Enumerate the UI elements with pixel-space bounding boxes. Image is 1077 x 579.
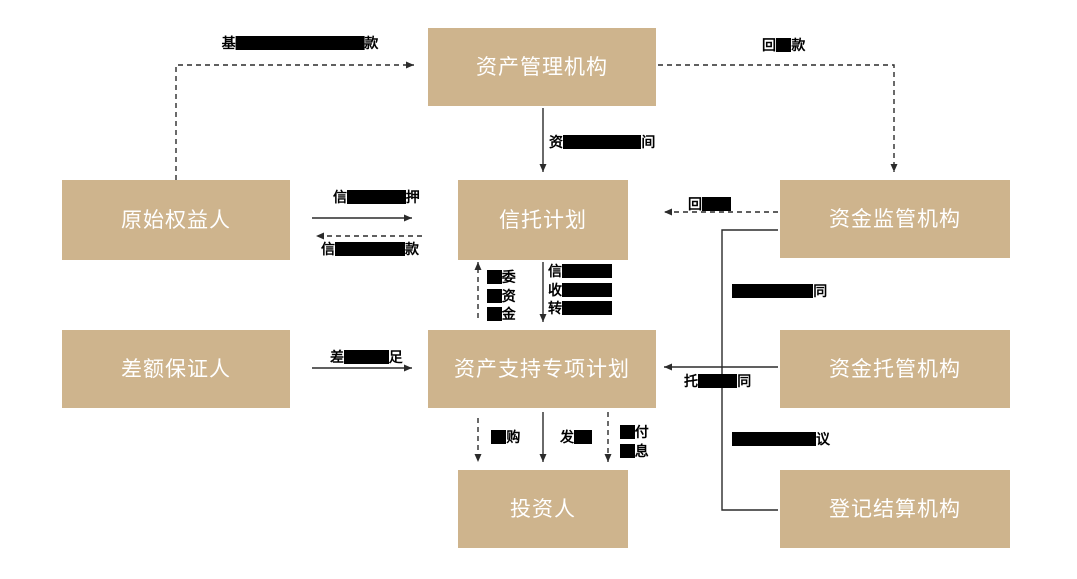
label-text: 息 xyxy=(634,443,649,460)
edge-label-manager-repayment: 回款 xyxy=(762,36,805,55)
edge-label-supervision-contract: 同 xyxy=(732,282,827,301)
label-text: 信 xyxy=(333,190,347,206)
node-trust-plan[interactable]: 信托计划 xyxy=(458,180,628,260)
label-line: 付 xyxy=(620,423,649,442)
label-text: 差 xyxy=(330,350,344,366)
label-text: 议 xyxy=(816,432,830,448)
redaction-block xyxy=(344,350,389,364)
label-line: 转 xyxy=(548,299,613,318)
label-text: 信 xyxy=(548,264,562,280)
label-text: 金 xyxy=(501,307,516,324)
node-fund-supervisor[interactable]: 资金监管机构 xyxy=(780,180,1010,258)
edge-label-investor-issue: 发 xyxy=(560,428,593,447)
label-text: 同 xyxy=(813,284,828,300)
node-label: 信托计划 xyxy=(499,207,587,232)
edge-label-supervision-return: 回 xyxy=(688,195,732,214)
edge-label-originator-to-manager: 基款 xyxy=(221,34,379,53)
redaction-block xyxy=(563,135,642,149)
edge-label-manager-to-trust: 资间 xyxy=(549,133,655,152)
label-text: 收 xyxy=(548,282,562,299)
label-text: 同 xyxy=(737,374,752,390)
redaction-block xyxy=(562,301,613,316)
edge-label-custody-contract: 托同 xyxy=(684,372,751,391)
label-text: 购 xyxy=(506,430,521,446)
edge-label-originator-pledge: 信押 xyxy=(333,188,420,207)
node-fund-custodian[interactable]: 资金托管机构 xyxy=(780,330,1010,408)
edge-label-investor-subscribe: 购 xyxy=(491,428,520,447)
label-line: 信 xyxy=(548,262,613,281)
label-text: 转 xyxy=(548,301,562,318)
redaction-block xyxy=(491,430,507,444)
edge-label-originator-return: 信款 xyxy=(321,240,419,259)
node-shortfall-guarantor[interactable]: 差额保证人 xyxy=(62,330,290,408)
edge-label-trust-to-abs: 委资金 xyxy=(487,268,516,324)
label-text: 发 xyxy=(560,430,574,446)
node-originator[interactable]: 原始权益人 xyxy=(62,180,290,260)
node-asset-manager[interactable]: 资产管理机构 xyxy=(428,28,656,106)
redaction-block xyxy=(732,284,814,298)
redaction-block xyxy=(574,430,593,444)
label-line: 金 xyxy=(487,305,516,324)
redaction-block xyxy=(487,307,502,322)
label-text: 资 xyxy=(501,288,516,305)
redaction-block xyxy=(562,282,613,297)
redaction-block xyxy=(702,197,732,211)
edge-label-registry-agreement: 议 xyxy=(732,430,830,449)
label-text: 间 xyxy=(641,135,656,151)
redaction-block xyxy=(698,374,738,388)
redaction-block xyxy=(620,425,635,439)
node-label: 投资人 xyxy=(510,496,576,521)
edge-asset-manager-to-fund-supervisor xyxy=(658,64,898,172)
node-registry-clearing[interactable]: 登记结算机构 xyxy=(780,470,1010,548)
node-label: 资金监管机构 xyxy=(829,206,961,231)
label-text: 回 xyxy=(688,197,702,213)
redaction-block xyxy=(487,288,502,303)
label-text: 押 xyxy=(405,190,420,206)
node-label: 原始权益人 xyxy=(121,207,231,232)
label-text: 款 xyxy=(364,36,379,52)
node-label: 资产支持专项计划 xyxy=(454,356,630,381)
edge-label-investor-payment: 付息 xyxy=(620,423,649,460)
label-text: 托 xyxy=(684,374,698,390)
node-abs-special-plan[interactable]: 资产支持专项计划 xyxy=(428,330,656,408)
edge-label-trust-funds: 信收转 xyxy=(548,262,613,318)
redaction-block xyxy=(562,264,613,278)
redaction-block xyxy=(776,38,792,52)
label-text: 回 xyxy=(762,38,776,54)
redaction-block xyxy=(487,270,502,284)
edge-label-guarantor-commit: 差足 xyxy=(330,348,403,367)
edge-originator-to-asset-manager xyxy=(175,61,414,180)
label-line: 收 xyxy=(548,281,613,300)
node-label: 资产管理机构 xyxy=(476,54,608,79)
label-line: 委 xyxy=(487,268,516,287)
label-text: 资 xyxy=(549,135,563,151)
label-line: 资 xyxy=(487,287,516,306)
node-investor[interactable]: 投资人 xyxy=(458,470,628,548)
redaction-block xyxy=(335,242,405,256)
label-text: 款 xyxy=(791,38,806,54)
label-text: 付 xyxy=(634,425,649,441)
label-text: 信 xyxy=(321,242,335,258)
node-label: 差额保证人 xyxy=(121,356,231,381)
redaction-block xyxy=(235,36,365,50)
label-text: 足 xyxy=(388,350,403,366)
label-line: 息 xyxy=(620,442,649,461)
label-text: 款 xyxy=(405,242,419,258)
node-label: 登记结算机构 xyxy=(829,496,961,521)
redaction-block xyxy=(732,432,816,446)
label-text: 委 xyxy=(501,270,516,286)
redaction-block xyxy=(347,190,406,204)
label-text: 基 xyxy=(221,36,236,52)
edge-right-trunk xyxy=(721,229,778,511)
redaction-block xyxy=(620,443,635,458)
node-label: 资金托管机构 xyxy=(829,356,961,381)
